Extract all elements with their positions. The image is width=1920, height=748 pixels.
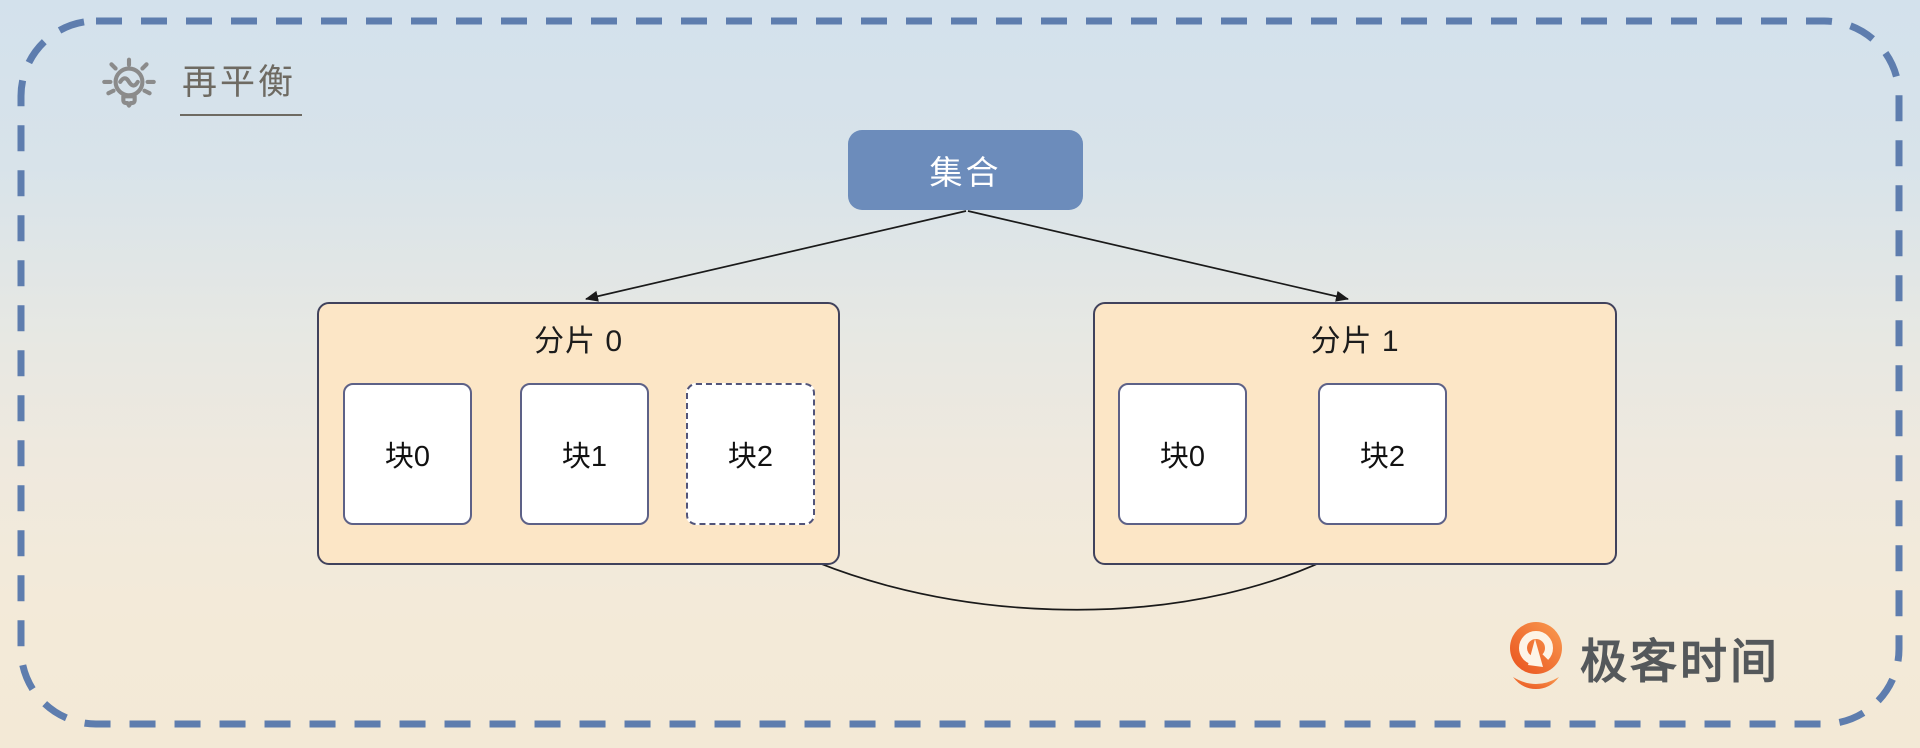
arrow-collection-to-shard0 bbox=[585, 210, 967, 302]
page-title: 再平衡 bbox=[180, 54, 303, 116]
shard-0-label: 分片 0 bbox=[533, 325, 624, 358]
chunk-node-shard1-block2: 块2 bbox=[1318, 383, 1447, 525]
geektime-logo: 极客时间 bbox=[1506, 621, 1780, 693]
header: 再平衡 bbox=[96, 52, 303, 118]
lightbulb-icon bbox=[102, 57, 156, 108]
chunk-node-shard0-block0: 块0 bbox=[343, 383, 472, 525]
arrow-collection-to-shard1 bbox=[967, 210, 1349, 302]
geektime-logo-text: 极客时间 bbox=[1580, 634, 1780, 688]
geektime-logo-icon bbox=[1510, 622, 1562, 689]
shard-1-label: 分片 1 bbox=[1310, 325, 1400, 358]
shard-1-node: 分片 1 块0 块2 bbox=[1093, 302, 1617, 565]
chunk-node-shard0-block2-migrating: 块2 bbox=[686, 383, 815, 525]
dashed-border-rect bbox=[17, 17, 1903, 728]
collection-node: 集合 bbox=[848, 130, 1083, 210]
chunk-node-shard1-block0: 块0 bbox=[1118, 383, 1247, 525]
chunk-node-shard0-block1: 块1 bbox=[520, 383, 649, 525]
shard-0-node: 分片 0 块0 块1 块2 bbox=[317, 302, 840, 565]
